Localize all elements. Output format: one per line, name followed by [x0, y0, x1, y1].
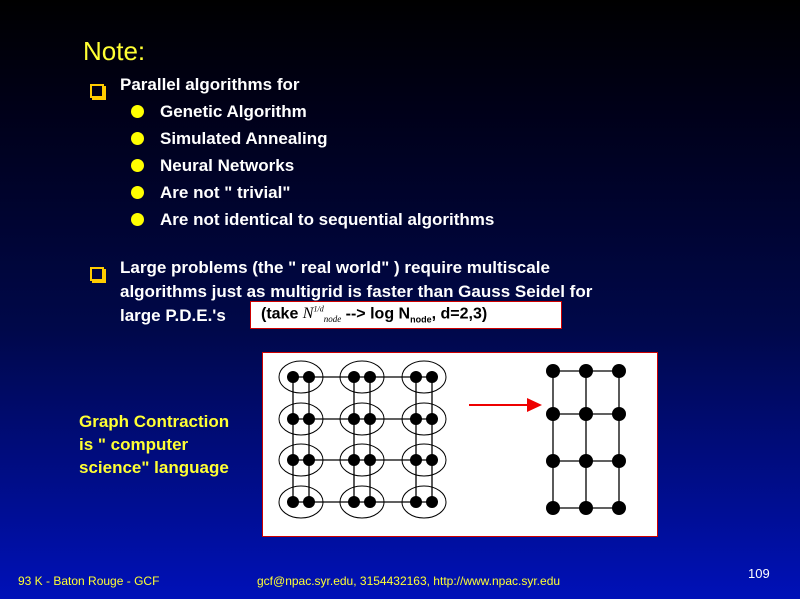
graph-node [303, 371, 315, 383]
graph-node [364, 371, 376, 383]
coarse-graph-node [579, 407, 593, 421]
n-symbol: N [302, 305, 314, 323]
take-prefix: (take [261, 305, 303, 323]
take-suffix: , d=2,3) [431, 305, 488, 323]
coarse-graph-node [612, 364, 626, 378]
n-node-symbol: N1/dnode [302, 305, 342, 325]
graph-node [410, 413, 422, 425]
coarse-graph-node [612, 501, 626, 515]
coarse-graph-node [546, 364, 560, 378]
graph-contraction-label: Graph Contraction is " computer science"… [79, 410, 229, 479]
graph-contraction-svg [278, 360, 626, 519]
n-exponent: 1/d [313, 305, 324, 314]
take-formula-box: (take N1/dnode --> log Nnode, d=2,3) [250, 301, 562, 329]
graph-node [303, 496, 315, 508]
graph-node [410, 496, 422, 508]
round-bullet-icon [131, 213, 144, 226]
coarse-graph-node [612, 454, 626, 468]
subitem-not-identical: Are not identical to sequential algorith… [160, 210, 495, 229]
cluster-ellipse [339, 360, 385, 394]
square-bullet-icon [90, 84, 104, 98]
graph-node [348, 454, 360, 466]
footer-left: 93 K - Baton Rouge - GCF [18, 574, 160, 588]
round-bullet-icon [131, 105, 144, 118]
graph-node [303, 454, 315, 466]
round-bullet-icon [131, 132, 144, 145]
coarse-graph-node [579, 454, 593, 468]
graph-node [287, 413, 299, 425]
coarse-graph-node [612, 407, 626, 421]
arrow-log-text: --> log N [341, 305, 411, 323]
graph-node [364, 496, 376, 508]
square-bullet-icon [90, 267, 104, 281]
subitem-genetic-algorithm: Genetic Algorithm [160, 102, 307, 121]
graph-node [410, 371, 422, 383]
round-bullet-icon [131, 186, 144, 199]
cluster-ellipse [278, 360, 324, 394]
coarse-graph-node [546, 454, 560, 468]
graph-node [426, 371, 438, 383]
cluster-ellipse [401, 485, 447, 519]
graph-node [348, 371, 360, 383]
graph-node [348, 496, 360, 508]
page-number: 109 [748, 566, 770, 581]
subitem-simulated-annealing: Simulated Annealing [160, 129, 328, 148]
cluster-ellipse [278, 443, 324, 477]
bullet-parallel-algorithms: Parallel algorithms for [120, 75, 300, 94]
graph-node [348, 413, 360, 425]
cluster-ellipse [401, 360, 447, 394]
subitem-not-trivial: Are not " trivial" [160, 183, 291, 202]
graph-label-line2: is " computer [79, 435, 189, 454]
log-subscript: node [410, 314, 432, 325]
graph-label-line1: Graph Contraction [79, 412, 230, 431]
cluster-ellipse [339, 402, 385, 436]
bullet-large-problems-line1: Large problems (the " real world" ) requ… [120, 258, 550, 277]
graph-node [364, 454, 376, 466]
graph-node [287, 454, 299, 466]
cluster-ellipse [278, 485, 324, 519]
n-subscript: node [323, 314, 342, 325]
arrow-head-icon [527, 398, 542, 412]
graph-node [410, 454, 422, 466]
graph-node [364, 413, 376, 425]
cluster-ellipse [339, 443, 385, 477]
coarse-graph-node [579, 364, 593, 378]
coarse-graph-node [546, 407, 560, 421]
graph-contraction-diagram [262, 352, 658, 537]
bullet-large-problems-line2: algorithms just as multigrid is faster t… [120, 282, 593, 301]
graph-node [426, 496, 438, 508]
round-bullet-icon [131, 159, 144, 172]
graph-label-line3: science" language [79, 458, 229, 477]
coarse-graph-node [546, 501, 560, 515]
cluster-ellipse [339, 485, 385, 519]
graph-node [287, 496, 299, 508]
footer-contact: gcf@npac.syr.edu, 3154432163, http://www… [257, 574, 561, 588]
cluster-ellipse [278, 402, 324, 436]
slide-title: Note: [83, 36, 146, 66]
graph-node [426, 454, 438, 466]
cluster-ellipse [401, 443, 447, 477]
graph-node [426, 413, 438, 425]
graph-node [287, 371, 299, 383]
subitem-neural-networks: Neural Networks [160, 156, 295, 175]
coarse-graph-node [579, 501, 593, 515]
bullet-large-problems-line3: large P.D.E.'s [120, 306, 226, 325]
graph-node [303, 413, 315, 425]
cluster-ellipse [401, 402, 447, 436]
